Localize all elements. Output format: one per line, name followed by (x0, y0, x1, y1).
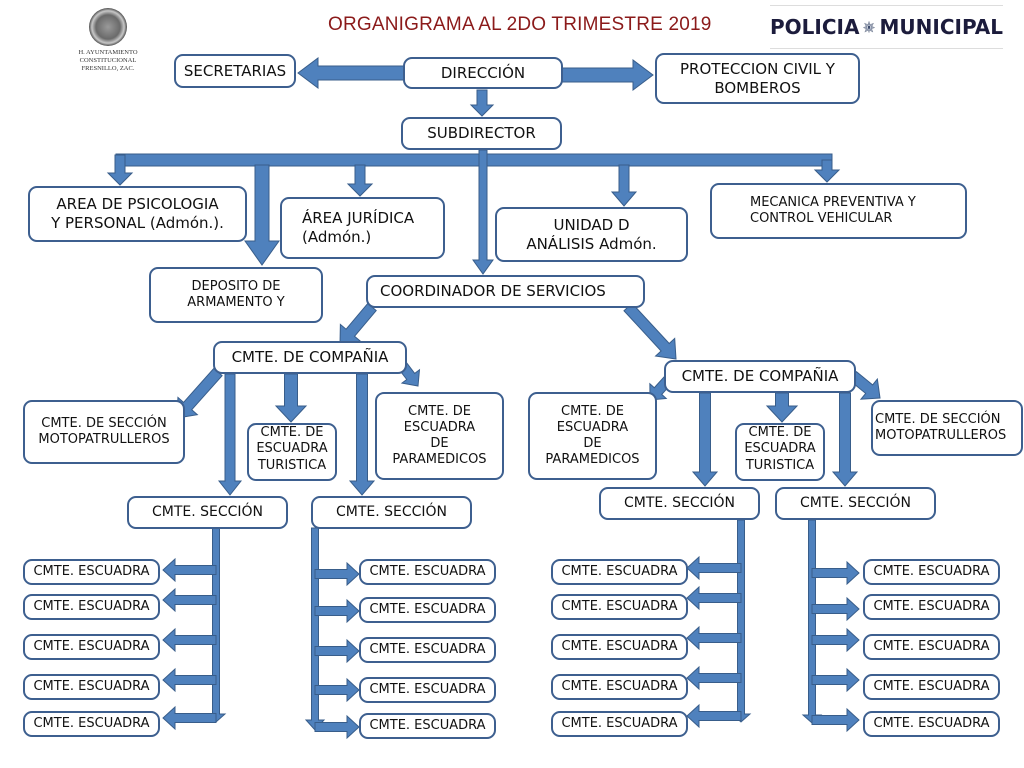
right-seccion-a-box[interactable]: CMTE. SECCIÓN (599, 487, 760, 520)
analisis-box[interactable]: UNIDAD D ANÁLISIS Admón. (495, 207, 688, 262)
branch-right-b-2 (811, 596, 860, 622)
logo-text-left: POLICIA (770, 15, 860, 39)
right-turistica-box[interactable]: CMTE. DE ESCUADRA TURISTICA (735, 423, 825, 481)
juridica-box[interactable]: ÁREA JURÍDICA (Admón.) (280, 197, 445, 259)
squad-box-right-a-1[interactable]: CMTE. ESCUADRA (551, 559, 688, 585)
squad-box-left-b-4[interactable]: CMTE. ESCUADRA (359, 677, 496, 703)
subdirector-bus (115, 153, 833, 167)
arrow-to-secretarias (297, 57, 405, 89)
arrow-to-mecanica (813, 159, 841, 183)
squad-box-right-b-3[interactable]: CMTE. ESCUADRA (863, 634, 1000, 660)
police-star-badge-icon (863, 20, 876, 34)
arrow-to-left-seccion-a (217, 373, 243, 496)
arrow-to-right-compania (623, 302, 677, 360)
squad-box-right-b-4[interactable]: CMTE. ESCUADRA (863, 674, 1000, 700)
left-seccion-a-box[interactable]: CMTE. SECCIÓN (127, 496, 288, 529)
seal-caption: H. AYUNTAMIENTO CONSTITUCIONAL FRESNILLO… (78, 49, 138, 73)
branch-left-a-3 (162, 627, 217, 653)
left-seccion-b-box[interactable]: CMTE. SECCIÓN (311, 496, 472, 529)
arrow-to-left-compania (339, 302, 377, 346)
branch-left-b-2 (314, 598, 360, 624)
branch-right-b-4 (811, 667, 860, 693)
squad-box-right-a-3[interactable]: CMTE. ESCUADRA (551, 634, 688, 660)
arrow-to-proteccion-civil (561, 59, 654, 91)
spine-left-a (205, 527, 227, 723)
subdirector-box[interactable]: SUBDIRECTOR (401, 117, 562, 150)
squad-box-left-a-3[interactable]: CMTE. ESCUADRA (23, 634, 160, 660)
right-compania-box[interactable]: CMTE. DE COMPAÑIA (664, 360, 856, 393)
arrow-to-analisis (610, 164, 638, 207)
left-compania-box[interactable]: CMTE. DE COMPAÑIA (213, 341, 407, 374)
arrow-to-right-seccion-b (831, 392, 859, 487)
arrow-to-subdirector (469, 89, 495, 117)
arrow-to-left-turistica (274, 373, 308, 423)
arrow-to-right-motopatrulleros (848, 371, 881, 400)
branch-right-a-4 (686, 665, 742, 691)
branch-right-b-3 (811, 627, 860, 653)
coordinador-box[interactable]: COORDINADOR DE SERVICIOS (366, 275, 645, 308)
right-motopatrulleros-box[interactable]: CMTE. DE SECCIÓN MOTOPATRULLEROS (871, 400, 1023, 456)
left-paramedicos-box[interactable]: CMTE. DE ESCUADRA DE PARAMEDICOS (375, 392, 504, 480)
left-motopatrulleros-box[interactable]: CMTE. DE SECCIÓN MOTOPATRULLEROS (23, 400, 185, 464)
squad-box-right-b-1[interactable]: CMTE. ESCUADRA (863, 559, 1000, 585)
branch-left-b-4 (314, 677, 360, 703)
arrow-to-right-turistica (765, 392, 799, 423)
deposito-box[interactable]: DEPOSITO DE ARMAMENTO Y (149, 267, 323, 323)
squad-box-left-b-3[interactable]: CMTE. ESCUADRA (359, 637, 496, 663)
branch-left-a-5 (162, 705, 217, 731)
branch-right-a-2 (686, 585, 742, 611)
coat-of-arms-icon (89, 8, 127, 46)
squad-box-left-a-1[interactable]: CMTE. ESCUADRA (23, 559, 160, 585)
squad-box-left-a-2[interactable]: CMTE. ESCUADRA (23, 594, 160, 620)
arrow-to-psicologia (106, 154, 134, 186)
squad-box-right-b-2[interactable]: CMTE. ESCUADRA (863, 594, 1000, 620)
squad-box-right-a-5[interactable]: CMTE. ESCUADRA (551, 711, 688, 737)
squad-box-left-a-5[interactable]: CMTE. ESCUADRA (23, 711, 160, 737)
chart-title: ORGANIGRAMA AL 2DO TRIMESTRE 2019 (328, 14, 712, 35)
direccion-box[interactable]: DIRECCIÓN (403, 57, 563, 89)
branch-right-a-5 (686, 703, 742, 729)
arrow-to-left-motopatrulleros (176, 367, 223, 419)
logo-text-right: MUNICIPAL (879, 15, 1004, 39)
branch-left-a-1 (162, 557, 217, 583)
squad-box-left-a-4[interactable]: CMTE. ESCUADRA (23, 674, 160, 700)
squad-box-right-a-4[interactable]: CMTE. ESCUADRA (551, 674, 688, 700)
right-seccion-b-box[interactable]: CMTE. SECCIÓN (775, 487, 936, 520)
branch-right-b-1 (811, 560, 860, 586)
branch-right-a-3 (686, 625, 742, 651)
left-turistica-box[interactable]: CMTE. DE ESCUADRA TURISTICA (247, 423, 337, 481)
spine-left-b (304, 527, 326, 731)
arrow-to-juridica (346, 164, 374, 197)
squad-box-right-b-5[interactable]: CMTE. ESCUADRA (863, 711, 1000, 737)
branch-left-b-3 (314, 638, 360, 664)
branch-left-b-5 (314, 714, 360, 740)
arrow-to-deposito (244, 164, 280, 266)
squad-box-left-b-2[interactable]: CMTE. ESCUADRA (359, 597, 496, 623)
arrow-to-coordinador (472, 149, 494, 275)
arrow-to-right-seccion-a (691, 392, 719, 487)
branch-left-a-2 (162, 587, 217, 613)
secretarias-box[interactable]: SECRETARIAS (174, 54, 296, 88)
proteccion-civil-box[interactable]: PROTECCION CIVIL Y BOMBEROS (655, 53, 860, 104)
municipal-seal: H. AYUNTAMIENTO CONSTITUCIONAL FRESNILLO… (68, 8, 148, 73)
spine-right-b (801, 519, 823, 724)
squad-box-right-a-2[interactable]: CMTE. ESCUADRA (551, 594, 688, 620)
squad-box-left-b-5[interactable]: CMTE. ESCUADRA (359, 713, 496, 739)
spine-right-a (730, 519, 752, 723)
arrow-to-left-seccion-b (348, 373, 376, 496)
branch-right-a-1 (686, 555, 742, 581)
branch-left-a-4 (162, 667, 217, 693)
branch-right-b-5 (811, 707, 860, 733)
mecanica-box[interactable]: MECANICA PREVENTIVA Y CONTROL VEHICULAR (710, 183, 967, 239)
right-paramedicos-box[interactable]: CMTE. DE ESCUADRA DE PARAMEDICOS (528, 392, 657, 480)
squad-box-left-b-1[interactable]: CMTE. ESCUADRA (359, 559, 496, 585)
psicologia-box[interactable]: AREA DE PSICOLOGIA Y PERSONAL (Admón.). (28, 186, 247, 242)
branch-left-b-1 (314, 561, 360, 587)
policia-municipal-logo: POLICIA MUNICIPAL (770, 5, 1003, 49)
